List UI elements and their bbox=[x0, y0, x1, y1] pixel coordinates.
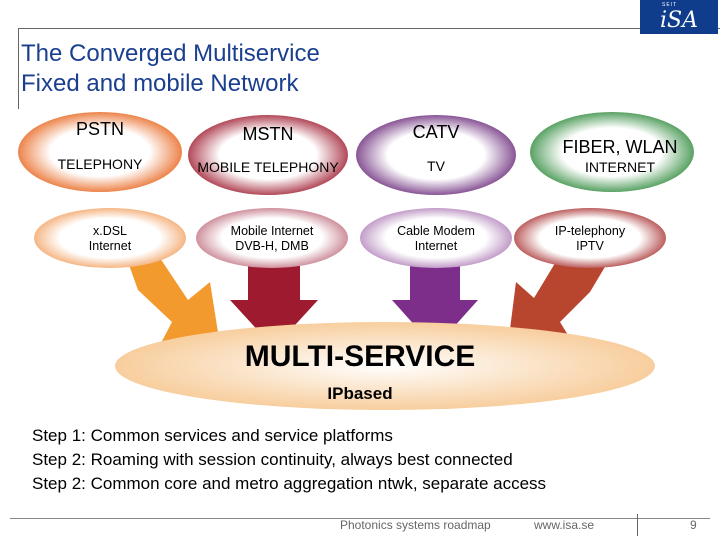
catv-ellipse bbox=[356, 115, 516, 195]
isa-logo: SEIT iSA bbox=[640, 0, 718, 34]
title-line-2: Fixed and mobile Network bbox=[21, 70, 299, 97]
catv-label: CATV bbox=[412, 122, 460, 142]
pstn-ellipse bbox=[18, 112, 182, 192]
footer-divider bbox=[10, 518, 710, 519]
footer-separator bbox=[637, 514, 638, 536]
catv-access-oval bbox=[360, 208, 512, 268]
catv-access-text: Cable Modem Internet bbox=[366, 224, 506, 254]
step-item: Step 1: Common services and service plat… bbox=[32, 426, 393, 445]
fiber-access-oval bbox=[514, 208, 666, 268]
pstn-access-2: Internet bbox=[88, 239, 132, 253]
step-item: Step 2: Common core and metro aggregatio… bbox=[32, 474, 547, 493]
fiber-access-2: IPTV bbox=[576, 239, 604, 253]
mstn-access-oval bbox=[196, 208, 348, 268]
multiservice-ellipse bbox=[115, 322, 655, 410]
catv-access-1: Cable Modem bbox=[397, 224, 475, 238]
steps-list: Step 1: Common services and service plat… bbox=[32, 424, 546, 496]
pstn-service: TELEPHONY bbox=[57, 156, 143, 172]
fiber-label: FIBER, WLAN bbox=[562, 137, 678, 157]
logo-small-text: SEIT bbox=[662, 2, 678, 8]
logo-text: iSA bbox=[660, 8, 698, 33]
mstn-access-text: Mobile Internet DVB-H, DMB bbox=[202, 224, 342, 254]
mstn-access-1: Mobile Internet bbox=[230, 224, 314, 238]
footer-url: www.isa.se bbox=[534, 518, 595, 532]
fiber-access-text: IP-telephony IPTV bbox=[520, 224, 660, 254]
catv-arrow bbox=[392, 262, 478, 348]
mstn-ellipse bbox=[188, 115, 348, 195]
title-line-1: The Converged Multiservice bbox=[21, 40, 320, 67]
page-number: 9 bbox=[690, 518, 697, 532]
fiber-ellipse bbox=[530, 112, 694, 192]
title-frame: The Converged Multiservice Fixed and mob… bbox=[18, 28, 720, 109]
catv-access-2: Internet bbox=[414, 239, 458, 253]
mstn-arrow bbox=[230, 262, 318, 348]
pstn-access-text: x.DSL Internet bbox=[50, 224, 170, 254]
multiservice-title: MULTI-SERVICE bbox=[244, 340, 476, 373]
fiber-access-1: IP-telephony bbox=[554, 224, 626, 238]
pstn-arrow bbox=[108, 255, 220, 345]
mstn-access-2: DVB-H, DMB bbox=[235, 239, 309, 253]
page-title: The Converged Multiservice Fixed and mob… bbox=[21, 39, 320, 99]
pstn-access-1: x.DSL bbox=[92, 224, 128, 238]
fiber-service: INTERNET bbox=[585, 159, 655, 175]
pstn-label: PSTN bbox=[75, 119, 124, 139]
mstn-label: MSTN bbox=[242, 124, 294, 144]
step-item: Step 2: Roaming with session continuity,… bbox=[32, 450, 513, 469]
catv-service: TV bbox=[427, 158, 445, 174]
pstn-access-oval bbox=[34, 208, 186, 268]
multiservice-subtitle: IPbased bbox=[327, 384, 393, 403]
footer-title: Photonics systems roadmap bbox=[340, 518, 491, 532]
mstn-service: MOBILE TELEPHONY bbox=[197, 159, 339, 175]
fiber-arrow bbox=[508, 255, 612, 345]
